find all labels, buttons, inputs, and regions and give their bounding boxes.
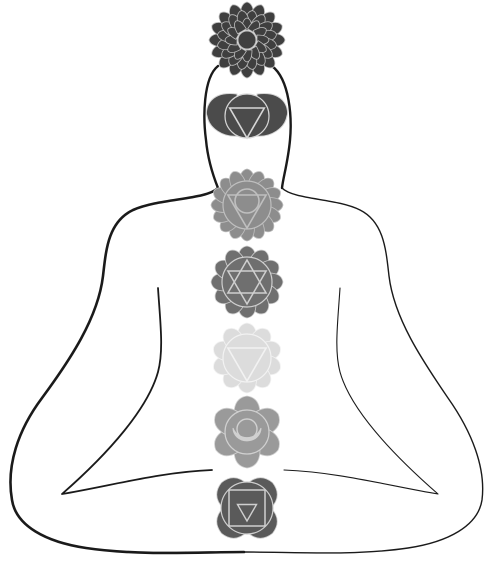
heart-chakra xyxy=(211,246,283,318)
left-inner-arm xyxy=(62,288,212,494)
throat-outer-circle xyxy=(223,181,271,229)
third-eye-circle xyxy=(225,94,269,138)
heart-circle xyxy=(222,257,272,307)
right-body-outline xyxy=(244,188,483,553)
crown-chakra xyxy=(209,2,285,78)
left-body-outline xyxy=(10,188,244,553)
root-chakra xyxy=(217,478,278,539)
crown-center-circle xyxy=(238,31,256,49)
sacral-circle xyxy=(225,410,269,454)
chakra-column xyxy=(206,2,287,538)
throat-chakra xyxy=(211,169,283,241)
right-inner-arm xyxy=(284,288,438,494)
solar-plexus-chakra xyxy=(214,323,281,393)
third-eye-chakra xyxy=(206,94,287,138)
solar-plexus-circle xyxy=(223,334,271,382)
sacral-chakra xyxy=(215,396,280,468)
